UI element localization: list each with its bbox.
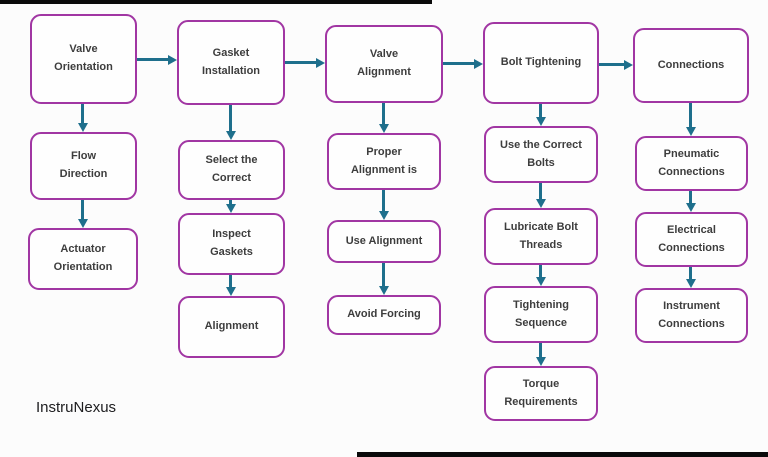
brand-wordmark: InstruNexus [36,399,117,416]
flow-node-label: Gasket Installation [201,46,261,77]
flow-node-alignment: Alignment [178,296,285,358]
flow-node-avoid-forcing: Avoid Forcing [327,295,441,335]
flow-node-electrical-connections: Electrical Connections [635,212,748,267]
arrow-select-to-inspect [225,200,236,213]
arrow-inspect-to-alignment [225,275,236,296]
arrow-connections-to-pneumatic [685,103,696,136]
arrow-lubricate-to-sequence [535,265,546,286]
arrow-gasket-installation-to-select [225,105,236,140]
flow-node-label: Proper Alignment is [350,145,417,176]
flow-node-label: Use Alignment [345,234,423,247]
flow-node-label: Avoid Forcing [347,308,421,321]
arrow-bolt-tightening-to-connections [599,59,633,70]
top-edge-bar [0,0,432,4]
flow-node-label: Alignment [204,320,259,333]
arrow-flow-direction-to-actuator-orientation [77,200,88,228]
flow-node-instrument-connections: Instrument Connections [635,288,748,343]
flow-node-actuator-orientation: Actuator Orientation [28,228,138,290]
flow-node-flow-direction: Flow Direction [30,132,137,200]
flow-node-select-the-correct: Select the Correct [178,140,285,200]
flow-node-label: Instrument Connections [658,299,725,330]
arrow-use-alignment-to-avoid-forcing [378,263,389,295]
flow-node-label: Connections [657,58,725,71]
flow-node-bolt-tightening: Bolt Tightening [483,22,599,104]
arrow-use-bolts-to-lubricate [535,183,546,208]
flow-node-label: Lubricate Bolt Threads [504,220,578,251]
flow-node-proper-alignment: Proper Alignment is [327,133,441,190]
flow-node-valve-alignment: Valve Alignment [325,25,443,103]
flow-node-use-correct-bolts: Use the Correct Bolts [484,126,598,183]
flow-node-gasket-installation: Gasket Installation [177,20,285,105]
flow-node-tightening-sequence: Tightening Sequence [484,286,598,343]
flow-node-lubricate-bolt-threads: Lubricate Bolt Threads [484,208,598,265]
flow-node-label: Valve Alignment [357,48,411,78]
flow-node-pneumatic-connections: Pneumatic Connections [635,136,748,191]
flow-node-label: Valve Orientation [54,43,113,73]
flow-node-label: Tightening Sequence [512,298,569,329]
bottom-edge-bar [357,452,768,457]
flow-node-label: Inspect Gaskets [210,228,253,258]
arrow-electrical-to-instrument [685,267,696,288]
arrow-sequence-to-torque [535,343,546,366]
flow-node-valve-orientation: Valve Orientation [30,14,137,104]
flow-node-use-alignment: Use Alignment [327,220,441,263]
arrow-pneumatic-to-electrical [685,191,696,212]
arrow-gasket-installation-to-valve-alignment [285,57,325,68]
flow-node-label: Actuator Orientation [53,243,113,273]
flow-node-label: Select the Correct [205,154,258,184]
arrow-valve-orientation-to-gasket-installation [137,54,177,65]
flow-node-label: Torque Requirements [504,377,578,408]
flow-node-label: Flow Direction [59,150,108,180]
flow-node-connections: Connections [633,28,749,103]
flow-node-label: Electrical Connections [658,223,725,254]
flow-node-inspect-gaskets: Inspect Gaskets [178,213,285,275]
flow-node-label: Pneumatic Connections [658,147,725,178]
arrow-proper-to-use-alignment [378,190,389,220]
arrow-valve-alignment-to-bolt-tightening [443,58,483,69]
arrow-valve-orientation-to-flow-direction [77,104,88,132]
arrow-valve-alignment-to-proper [378,103,389,133]
flow-node-label: Use the Correct Bolts [500,138,582,169]
flow-node-label: Bolt Tightening [500,56,582,69]
arrow-bolt-tightening-to-use-bolts [535,104,546,126]
flow-node-torque-requirements: Torque Requirements [484,366,598,421]
